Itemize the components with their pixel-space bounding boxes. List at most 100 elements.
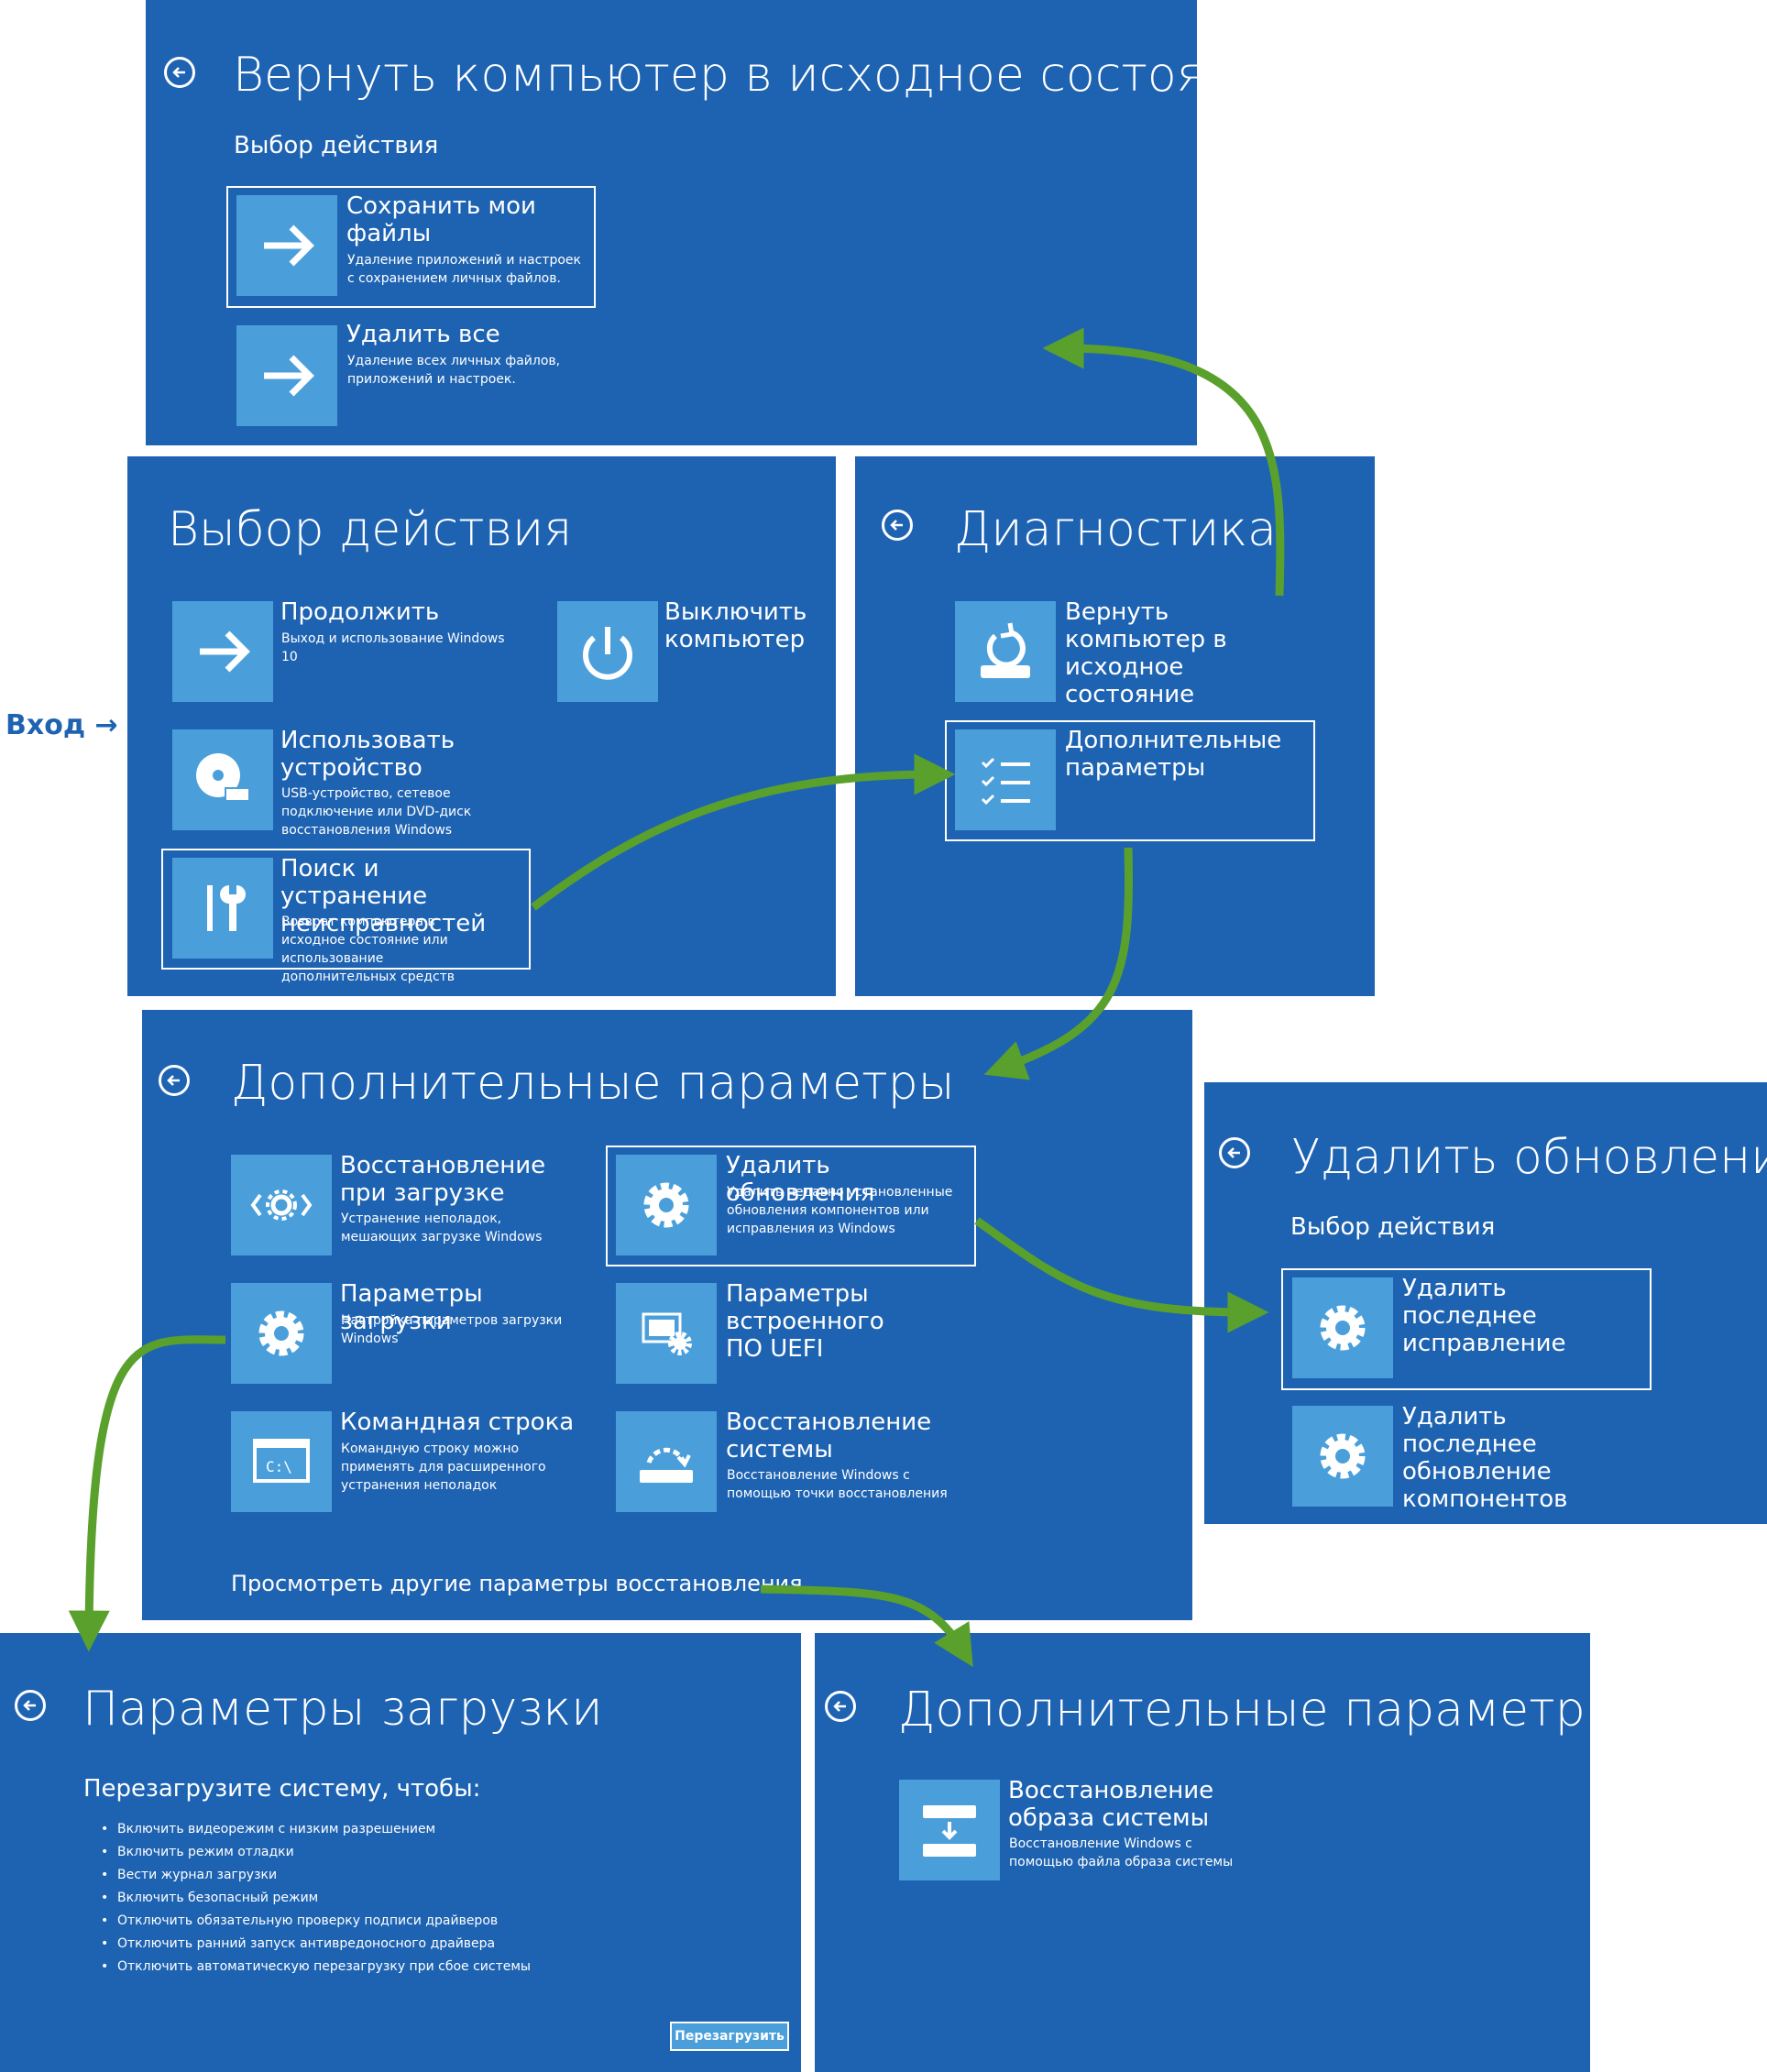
option-title: Восстановление образа системы (1008, 1777, 1214, 1832)
reset-icon (981, 622, 1030, 678)
option-desc: USB-устройство, сетевое подключение или … (281, 786, 472, 838)
option-tile (172, 858, 273, 959)
list-item: Включить режим отладки (101, 1841, 531, 1864)
startup-repair-icon (250, 1189, 313, 1221)
option-tile (955, 729, 1056, 830)
entry-label: Вход → (5, 709, 118, 741)
option-command-prompt[interactable]: C:\ (231, 1411, 332, 1512)
option-desc: Восстановление Windows с помощью точки в… (727, 1468, 948, 1501)
back-arrow-icon[interactable] (15, 1690, 46, 1721)
page-subtitle: Выбор действия (1290, 1213, 1496, 1241)
image-restore-icon (923, 1805, 976, 1857)
gear-icon (1320, 1305, 1366, 1351)
option-desc: Выход и использование Windows 10 (281, 631, 505, 664)
option-keep-files[interactable] (226, 186, 596, 308)
option-title: Удалить последнее обновление компонентов (1402, 1403, 1568, 1513)
option-title: Сохранить мои файлы (346, 192, 536, 247)
page-title: Дополнительные параметры (231, 1056, 955, 1111)
option-uninstall-updates[interactable] (606, 1146, 976, 1266)
option-continue[interactable] (172, 601, 273, 702)
back-arrow-icon[interactable] (1219, 1137, 1250, 1168)
uefi-icon (642, 1312, 692, 1355)
arrow-diag-to-advanced-options (983, 847, 1134, 1080)
option-desc: Возврат компьютера в исходное состояние … (281, 915, 455, 984)
option-remove-all[interactable] (236, 325, 337, 426)
arrow-right-icon (200, 630, 250, 673)
back-arrow-icon[interactable] (825, 1691, 856, 1722)
option-shutdown[interactable] (557, 601, 658, 702)
option-title: Продолжить (280, 598, 440, 626)
restore-icon (640, 1447, 693, 1483)
panel-reset: Вернуть компьютер в исходное состояние В… (146, 0, 1297, 445)
list-item: Включить безопасный режим (101, 1887, 531, 1910)
option-title: Восстановление при загрузке (340, 1152, 546, 1207)
arrow-right-icon (264, 355, 314, 397)
back-arrow-icon[interactable] (159, 1065, 190, 1096)
option-desc: Удалить недавно установленные обновления… (727, 1185, 953, 1236)
more-recovery-options-link[interactable]: Просмотреть другие параметры восстановле… (231, 1571, 803, 1596)
arrow-more-options (760, 1584, 973, 1668)
page-subtitle: Перезагрузите систему, чтобы: (83, 1775, 481, 1803)
checklist-icon (981, 757, 1030, 806)
option-desc: Настройка параметров загрузки Windows (341, 1313, 563, 1346)
option-reset-pc[interactable] (955, 601, 1056, 702)
arrow-diag-to-reset (1042, 327, 1285, 597)
gear-icon (1320, 1433, 1366, 1479)
arrow-startup-settings (68, 1335, 226, 1652)
list-item: Отключить обязательную проверку подписи … (101, 1910, 531, 1933)
page-title: Параметры загрузки (82, 1682, 603, 1737)
panel-more-options: Дополнительные параметры Восстановление … (815, 1633, 1622, 2072)
list-item: Вести журнал загрузки (101, 1864, 531, 1887)
cmd-icon: C:\ (253, 1439, 310, 1483)
option-startup-settings[interactable] (231, 1283, 332, 1384)
gear-icon (258, 1310, 304, 1356)
option-uninstall-quality[interactable] (1281, 1268, 1652, 1390)
svg-text:C:\: C:\ (266, 1458, 292, 1475)
back-arrow-icon[interactable] (882, 510, 913, 541)
option-title: Выключить компьютер (664, 598, 807, 653)
tools-icon (207, 885, 246, 931)
option-title: Дополнительные параметры (1065, 727, 1282, 782)
option-startup-repair[interactable] (231, 1155, 332, 1255)
gear-icon (643, 1182, 689, 1228)
page-title: Вернуть компьютер в исходное состояние (233, 48, 1297, 103)
back-arrow-icon[interactable] (164, 57, 195, 88)
option-title: Восстановление системы (726, 1409, 932, 1464)
option-title: Использовать устройство (280, 727, 455, 782)
panel-advanced: Дополнительные параметры Восстановление … (142, 1010, 1192, 1620)
page-title: Дополнительные параметры (898, 1683, 1622, 1738)
power-icon (583, 627, 632, 680)
list-item: Включить видеорежим с низким разрешением (101, 1818, 531, 1841)
option-title: Удалить обновления (726, 1152, 875, 1207)
option-title: Параметры встроенного ПО UEFI (726, 1280, 884, 1363)
option-title: Параметры загрузки (340, 1280, 483, 1335)
option-desc: Командную строку можно применять для рас… (341, 1442, 546, 1493)
option-system-restore[interactable] (616, 1411, 717, 1512)
panel-uninstall-updates: Удалить обновления Выбор действия Удалит… (1204, 1082, 1767, 1524)
arrow-right-icon (264, 225, 314, 267)
option-uninstall-feature[interactable] (1292, 1406, 1393, 1507)
option-desc: Удаление всех личных файлов, приложений … (347, 354, 561, 387)
option-title: Удалить все (346, 321, 500, 348)
panel-choose-action: Выбор действия Продолжить Выход и исполь… (127, 456, 836, 996)
option-title: Удалить последнее исправление (1402, 1275, 1566, 1357)
option-uefi[interactable] (616, 1283, 717, 1384)
arrow-troubleshoot-to-advanced (531, 753, 956, 911)
list-item: Отключить ранний запуск антивредоносного… (101, 1933, 531, 1956)
list-item: Отключить автоматическую перезагрузку пр… (101, 1956, 531, 1979)
arrow-uninstall-to-panel (974, 1217, 1269, 1333)
option-image-restore[interactable] (899, 1780, 1000, 1880)
option-tile (1292, 1277, 1393, 1378)
option-desc: Удаление приложений и настроек с сохране… (347, 253, 582, 286)
restart-button[interactable]: Перезагрузить (670, 2022, 789, 2051)
option-title: Вернуть компьютер в исходное состояние (1065, 598, 1227, 708)
panel-diagnostics: Диагностика Вернуть компьютер в исходное… (855, 456, 1375, 996)
page-title: Удалить обновления (1291, 1130, 1767, 1185)
page-title: Выбор действия (168, 502, 573, 557)
option-use-device[interactable] (172, 729, 273, 830)
page-subtitle: Выбор действия (234, 132, 439, 159)
page-title: Диагностика (954, 502, 1277, 557)
option-troubleshoot[interactable] (161, 849, 531, 970)
option-tile (616, 1155, 717, 1255)
